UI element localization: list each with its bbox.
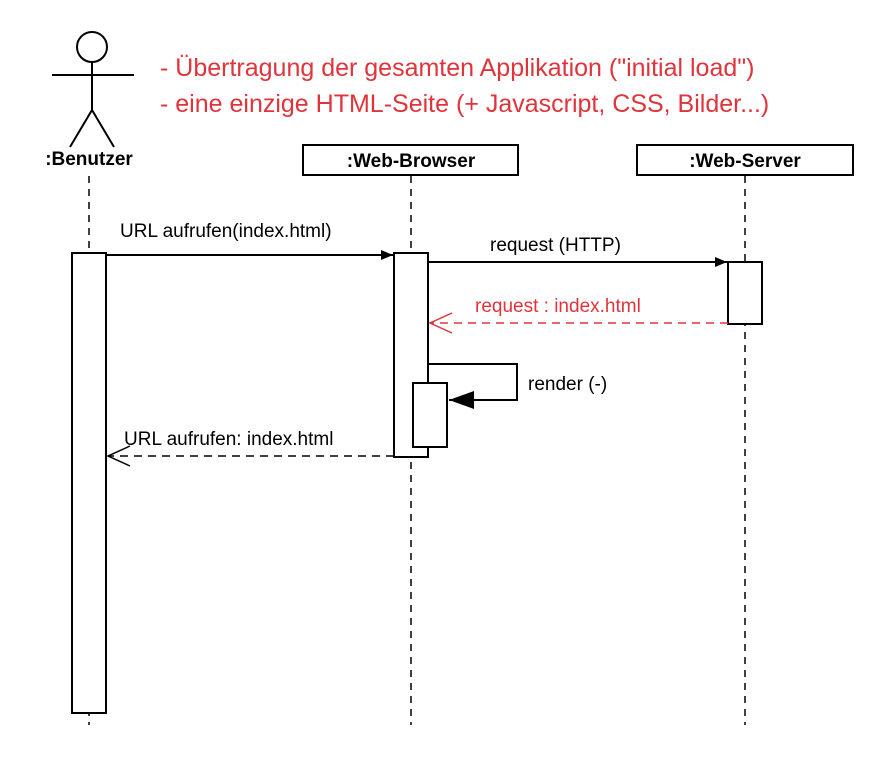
activation-server <box>727 261 763 325</box>
message-request-label: request (HTTP) <box>490 235 621 256</box>
participant-server-label: :Web-Server <box>689 151 801 172</box>
filled-arrowhead <box>449 391 474 409</box>
participant-browser-box: :Web-Browser <box>302 144 519 176</box>
activation-browser-render <box>412 382 448 448</box>
note-line-1: - Übertragung der gesamten Applikation (… <box>160 54 754 82</box>
message-render-arrow <box>428 363 518 401</box>
participant-user-label: :Benutzer <box>45 149 133 170</box>
participant-server-box: :Web-Server <box>636 144 854 176</box>
open-arrowhead-red <box>428 312 453 334</box>
message-url-return-label: URL aufrufen: index.html <box>124 429 333 450</box>
activation-user <box>71 252 107 714</box>
note-line-2: - eine einzige HTML-Seite (+ Javascript,… <box>160 90 769 118</box>
stick-figure-actor-icon <box>52 31 134 148</box>
message-url-call-label: URL aufrufen(index.html) <box>120 221 332 242</box>
message-render-label: render (-) <box>528 374 607 395</box>
open-arrowhead <box>106 445 131 467</box>
participant-browser-label: :Web-Browser <box>347 151 476 172</box>
message-request-return-label: request : index.html <box>475 296 641 317</box>
